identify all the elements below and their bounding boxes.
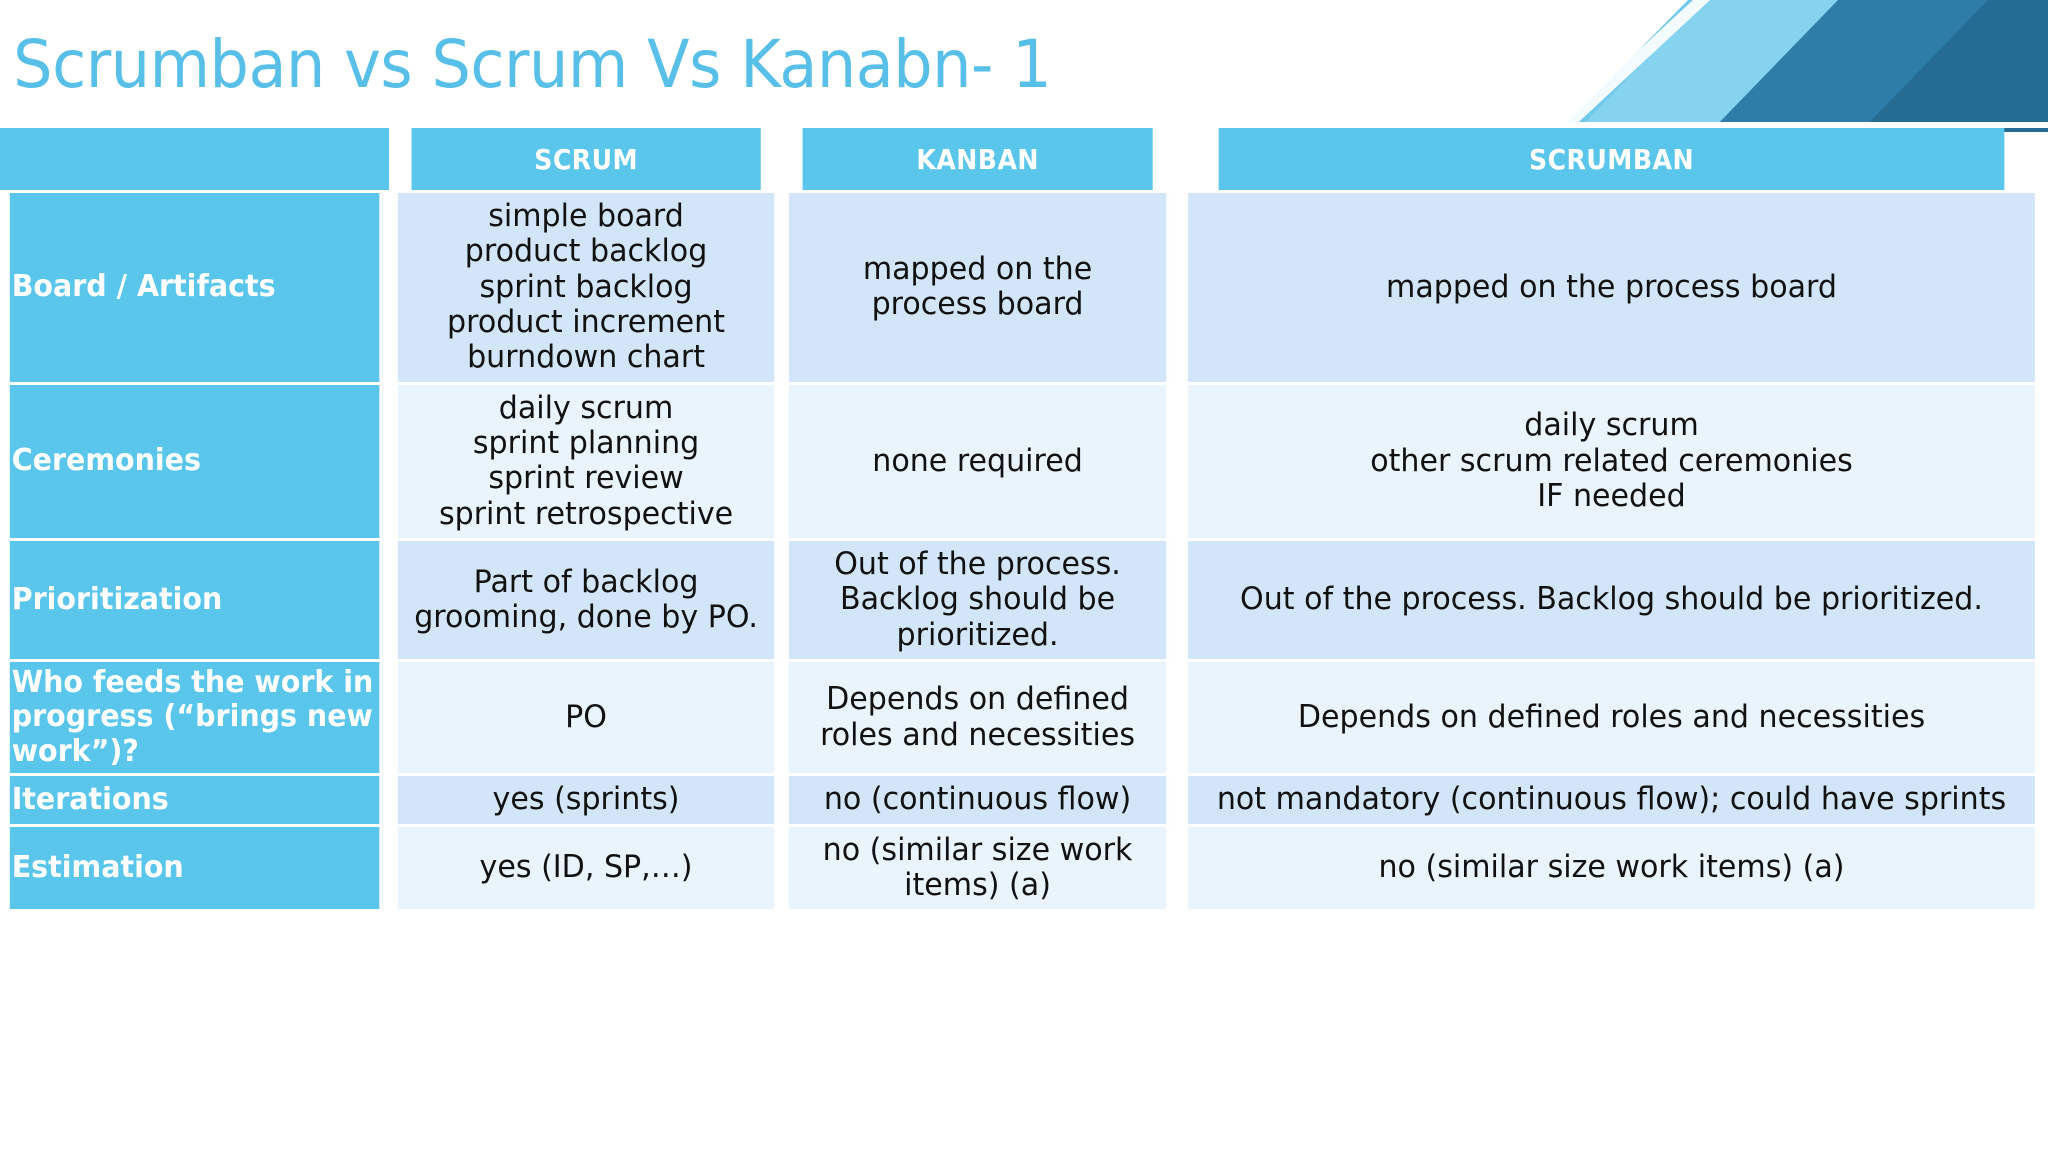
- cell-iterations-scrumban: not mandatory (continuous flow); could h…: [1188, 776, 2035, 827]
- cell-iterations-kanban: no (continuous flow): [788, 776, 1170, 827]
- row-label-board-artifacts: Board / Artifacts: [9, 193, 383, 385]
- cell-ceremonies-kanban: none required: [788, 384, 1170, 541]
- table-row: Board / Artifacts simple board product b…: [0, 193, 2048, 385]
- row-label-estimation: Estimation: [9, 826, 383, 910]
- cell-board-artifacts-kanban: mapped on the process board: [788, 193, 1170, 385]
- page-title: Scrumban vs Scrum Vs Kanabn- 1: [0, 0, 1560, 128]
- table-row: Ceremonies daily scrum sprint planning s…: [0, 384, 2048, 541]
- cell-estimation-scrum: yes (ID, SP,…): [397, 826, 778, 910]
- row-label-who-feeds-work: Who feeds the work in progress (“brings …: [9, 661, 383, 777]
- cell-estimation-scrumban: no (similar size work items) (a): [1188, 826, 2035, 910]
- page-title-text: Scrumban vs Scrum Vs Kanabn- 1: [13, 25, 1052, 103]
- cell-who-feeds-work-scrum: PO: [397, 661, 778, 777]
- table-row: Who feeds the work in progress (“brings …: [0, 661, 2048, 777]
- table-header-row: SCRUM KANBAN SCRUMBAN: [0, 128, 2048, 193]
- row-label-prioritization: Prioritization: [9, 540, 383, 662]
- table-row: Iterations yes (sprints) no (continuous …: [0, 776, 2048, 827]
- column-header-blank: [0, 128, 392, 193]
- cell-prioritization-scrum: Part of backlog grooming, done by PO.: [397, 540, 778, 662]
- cell-ceremonies-scrumban: daily scrum other scrum related ceremoni…: [1188, 384, 2035, 541]
- column-header-scrum: SCRUM: [411, 128, 764, 193]
- comparison-table-wrapper: SCRUM KANBAN SCRUMBAN Board / Artifacts …: [0, 128, 2048, 1152]
- row-label-ceremonies: Ceremonies: [9, 384, 383, 541]
- cell-ceremonies-scrum: daily scrum sprint planning sprint revie…: [397, 384, 778, 541]
- table-row: Estimation yes (ID, SP,…) no (similar si…: [0, 826, 2048, 910]
- comparison-table: SCRUM KANBAN SCRUMBAN Board / Artifacts …: [0, 128, 2048, 910]
- column-header-kanban: KANBAN: [802, 128, 1156, 193]
- cell-who-feeds-work-scrumban: Depends on defined roles and necessities: [1188, 661, 2035, 777]
- cell-estimation-kanban: no (similar size work items) (a): [788, 826, 1170, 910]
- column-header-scrumban: SCRUMBAN: [1218, 128, 2005, 193]
- cell-iterations-scrum: yes (sprints): [397, 776, 778, 827]
- cell-prioritization-kanban: Out of the process. Backlog should be pr…: [788, 540, 1170, 662]
- table-row: Prioritization Part of backlog grooming,…: [0, 540, 2048, 662]
- cell-board-artifacts-scrumban: mapped on the process board: [1188, 193, 2035, 385]
- cell-prioritization-scrumban: Out of the process. Backlog should be pr…: [1188, 540, 2035, 662]
- cell-board-artifacts-scrum: simple board product backlog sprint back…: [397, 193, 778, 385]
- decorative-angled-shapes: [1488, 0, 2048, 132]
- cell-who-feeds-work-kanban: Depends on defined roles and necessities: [788, 661, 1170, 777]
- row-label-iterations: Iterations: [9, 776, 383, 827]
- header-gap-strip: [1488, 122, 2048, 128]
- table-body: Board / Artifacts simple board product b…: [0, 193, 2048, 910]
- table-header: SCRUM KANBAN SCRUMBAN: [0, 128, 2048, 193]
